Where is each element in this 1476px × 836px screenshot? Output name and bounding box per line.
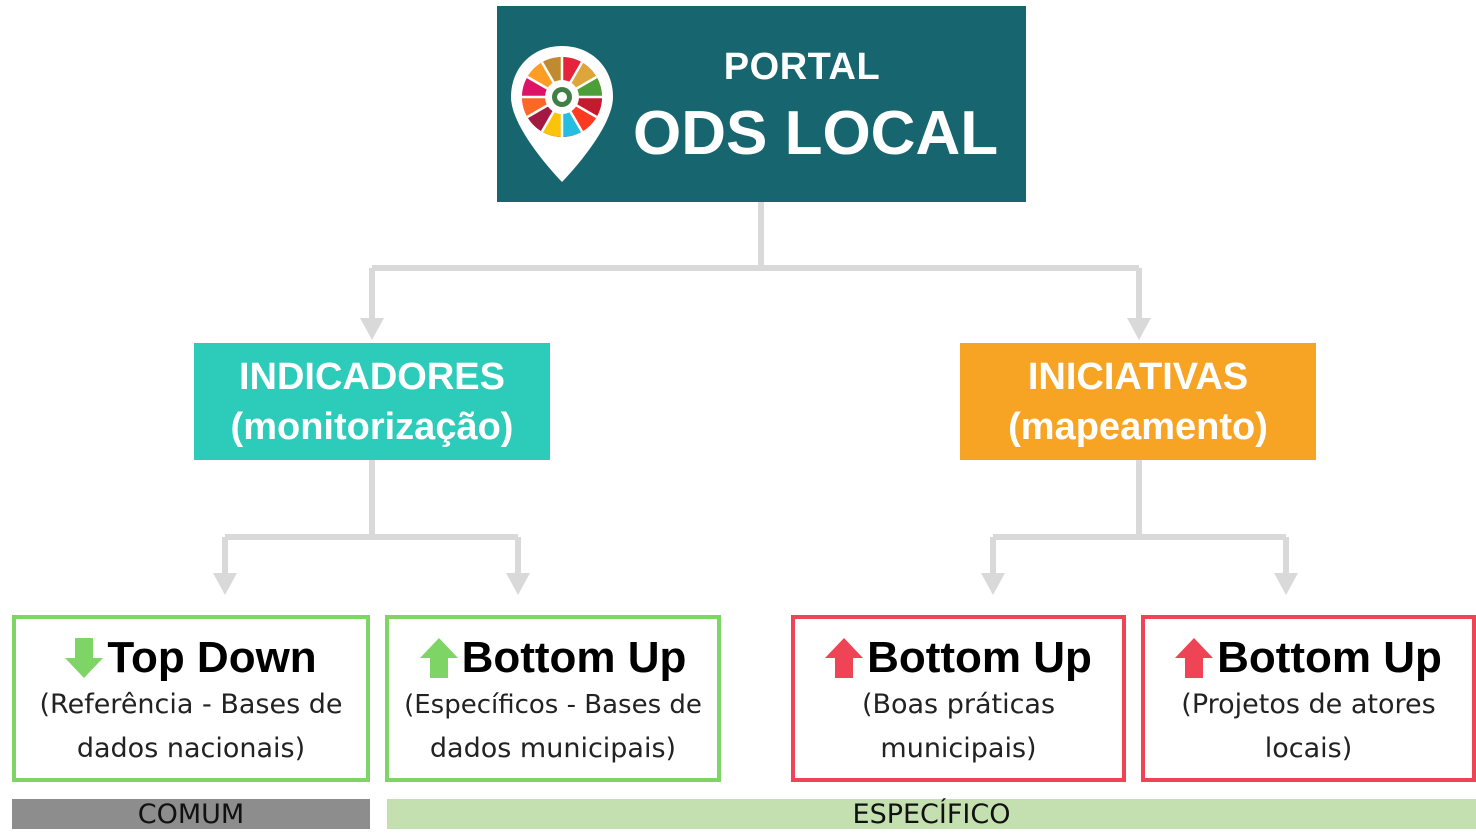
ods-location-pin-icon	[511, 46, 613, 182]
iniciativas-title: INICIATIVAS	[1027, 355, 1249, 398]
comum-label: COMUM	[137, 798, 245, 830]
bottom-up-projetos-desc-line1: (Projetos de atores	[1181, 689, 1436, 720]
indicadores-title: INDICADORES	[238, 355, 506, 398]
bottom-up-boas-praticas-desc-line1: (Boas práticas	[861, 689, 1056, 720]
bottom-up-projetos-title: Bottom Up	[1217, 633, 1442, 682]
top-down-desc-line2: dados nacionais)	[76, 733, 306, 764]
up-arrow-icon	[419, 638, 458, 678]
bottom-up-indicadores-title: Bottom Up	[461, 633, 687, 682]
iniciativas-subtitle: (mapeamento)	[1008, 405, 1268, 448]
bottom-up-projetos-box: Bottom Up (Projetos de atores locais)	[1141, 615, 1476, 782]
top-down-box: Top Down (Referência - Bases de dados na…	[12, 615, 370, 782]
bottom-up-indicadores-desc-line1: (Específicos - Bases de	[404, 690, 702, 720]
portal-title-line2: ODS LOCAL	[633, 99, 999, 168]
top-down-title: Top Down	[107, 633, 317, 682]
bottom-up-indicadores-desc-line2: dados municipais)	[429, 733, 677, 764]
up-arrow-icon	[825, 638, 864, 678]
iniciativas-box: INICIATIVAS (mapeamento)	[960, 343, 1316, 460]
up-arrow-icon	[1175, 638, 1214, 678]
bottom-up-boas-praticas-title: Bottom Up	[867, 633, 1092, 682]
especifico-band: ESPECÍFICO	[387, 798, 1476, 830]
especifico-label: ESPECÍFICO	[852, 798, 1011, 830]
indicadores-box: INDICADORES (monitorização)	[194, 343, 550, 460]
portal-header: PORTAL ODS LOCAL	[497, 6, 1026, 202]
top-down-desc-line1: (Referência - Bases de	[39, 689, 343, 720]
bottom-up-boas-praticas-desc-line2: municipais)	[880, 733, 1037, 764]
comum-band: COMUM	[12, 798, 370, 830]
portal-title-line1: PORTAL	[723, 46, 881, 88]
bottom-up-indicadores-box: Bottom Up (Específicos - Bases de dados …	[385, 615, 721, 782]
bottom-up-boas-praticas-box: Bottom Up (Boas práticas municipais)	[791, 615, 1126, 782]
down-arrow-icon	[65, 638, 104, 678]
indicadores-subtitle: (monitorização)	[230, 405, 514, 448]
bottom-up-projetos-desc-line2: locais)	[1264, 733, 1353, 764]
